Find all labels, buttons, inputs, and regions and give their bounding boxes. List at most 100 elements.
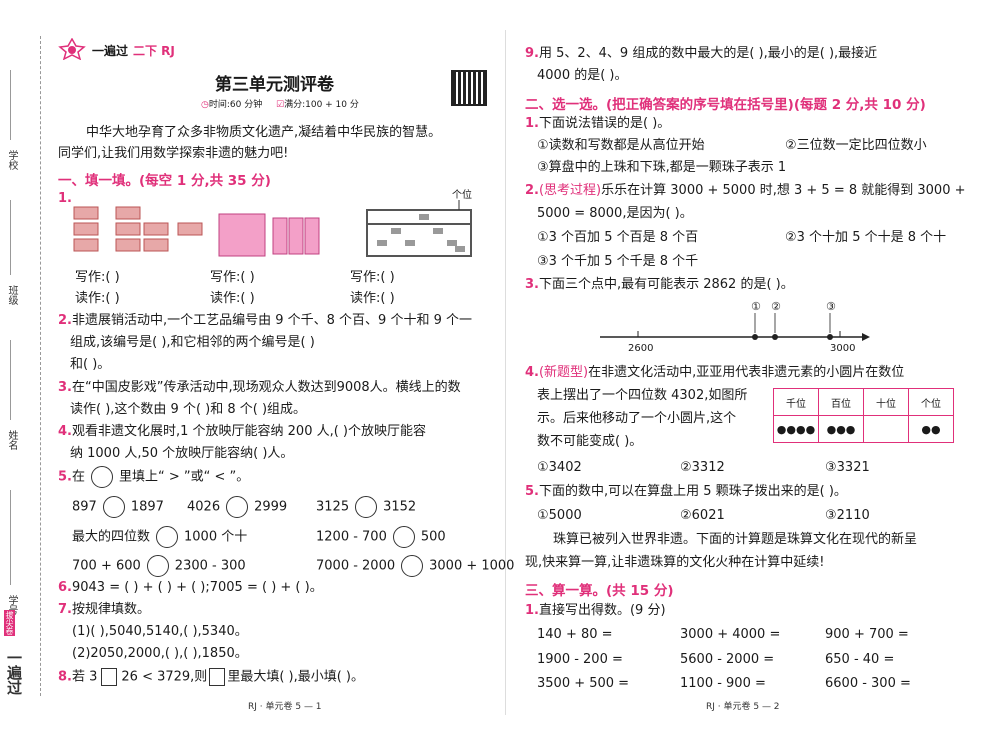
side-class-label: 班级 (6, 285, 17, 305)
place-value-table: 千位 百位 十位 个位 ●●●● ●●● ●● (773, 388, 954, 443)
calc-7: 3500 + 500 = (537, 676, 630, 691)
side-id-label: 学号 (6, 595, 17, 615)
abacus-label: 个位 (452, 190, 472, 201)
s2-q2-a: ①3 个百加 5 个百是 8 个百 (537, 230, 699, 245)
footer-left: RJ · 单元卷 5 — 1 (248, 702, 322, 712)
q4-line-1: 4.观看非遗文化展时,1 个放映厅能容纳 200 人,( )个放映厅能容 (58, 424, 427, 439)
check-icon: ☑ (276, 100, 285, 110)
q6: 6.9043 = ( ) + ( ) + ( );7005 = ( ) + ( … (58, 580, 323, 595)
brand-name: 一遍过 (92, 44, 129, 58)
s2-q2-b: ②3 个十加 5 个十是 8 个十 (785, 230, 947, 245)
s2-q1-c: ③算盘中的上珠和下珠,都是一颗珠子表示 1 (537, 160, 787, 175)
q7-b: (2)2050,2000,( ),( ),1850。 (72, 646, 248, 661)
q7-a: (1)( ),5040,5140,( ),5340。 (72, 624, 248, 639)
side-line (10, 340, 11, 420)
footer-right: RJ · 单元卷 5 — 2 (706, 702, 780, 712)
score-info: ☑满分:100 + 10 分 (276, 100, 359, 110)
s2-q5-a: ①5000 (537, 508, 582, 523)
s2-q4-b: ②3312 (680, 460, 725, 475)
number-line (600, 295, 870, 353)
calc-9: 6600 - 300 = (825, 676, 911, 691)
s2-q1-stem: 1.下面说法错误的是( )。 (525, 116, 671, 131)
point-3-label: ③ (826, 300, 836, 313)
intro-line-1: 中华大地孕育了众多非物质文化遗产,凝结着中华民族的智慧。 (86, 125, 442, 140)
point-1-label: ① (751, 300, 761, 313)
q1-read-2: 读作:( ) (210, 291, 255, 306)
calc-1: 140 + 80 = (537, 627, 613, 642)
intro-line-2: 同学们,让我们用数学探索非遗的魅力吧! (58, 146, 289, 161)
side-tag: 拔尖卷 (4, 610, 15, 636)
s2-q4-c: ③3321 (825, 460, 870, 475)
s2-q5-b: ②6021 (680, 508, 725, 523)
clock-icon: ◷ (201, 100, 209, 110)
s2-q5-stem: 5.下面的数中,可以在算盘上用 5 颗珠子拨出来的是( )。 (525, 484, 847, 499)
s3-q1: 1.直接写出得数。(9 分) (525, 603, 666, 618)
section-3-title: 三、算一算。(共 15 分) (525, 583, 674, 599)
calc-2: 3000 + 4000 = (680, 627, 781, 642)
s2-q3-stem: 3.下面三个点中,最有可能表示 2862 的是( )。 (525, 277, 794, 292)
side-school-label: 学校 (6, 150, 17, 170)
q1-number: 1. (58, 191, 72, 206)
s2-q4-line-2: 表上摆出了一个四位数 4302,如图所 (537, 388, 748, 403)
col-head-thousands: 千位 (773, 388, 819, 416)
s2-q2-stem2: 5000 = 8000,是因为( )。 (537, 206, 693, 221)
col-head-tens: 十位 (863, 388, 909, 416)
s2-q2-stem: 2.(思考过程)乐乐在计算 3000 + 5000 时,想 3 + 5 = 8 … (525, 183, 966, 198)
s2-q4-line-1: 4.(新题型)在非遗文化活动中,亚亚用代表非遗元素的小圆片在数位 (525, 365, 905, 380)
brand-logo-icon (58, 37, 86, 61)
q1-write-2: 写作:( ) (210, 270, 255, 285)
s2-q4-line-3: 示。后来他移动了一个小圆片,这个 (537, 411, 737, 426)
col-head-hundreds: 百位 (818, 388, 864, 416)
q9-line-1: 9.用 5、2、4、9 组成的数中最大的是( ),最小的是( ),最接近 (525, 46, 878, 61)
calc-4: 1900 - 200 = (537, 652, 623, 667)
dots-hundreds: ●●● (818, 415, 864, 443)
grade-label: 二下 RJ (133, 44, 175, 58)
point-2-label: ② (771, 300, 781, 313)
calc-5: 5600 - 2000 = (680, 652, 775, 667)
side-line (10, 490, 11, 585)
s2-note-2: 现,快来算一算,让非遗珠算的文化火种在计算中延续! (525, 555, 825, 570)
s2-q1-b: ②三位数一定比四位数小 (785, 138, 927, 153)
side-line (10, 200, 11, 275)
side-name-label: 姓名 (6, 430, 17, 450)
calc-8: 1100 - 900 = (680, 676, 766, 691)
axis-label-3000: 3000 (830, 343, 856, 354)
binding-line (40, 36, 41, 696)
s2-q1-a: ①读数和写数都是从高位开始 (537, 138, 705, 153)
q2-line-1: 2.非遗展销活动中,一个工艺品编号由 9 个千、8 个百、9 个十和 9 个一 (58, 313, 472, 328)
calc-3: 900 + 700 = (825, 627, 909, 642)
qr-code-icon (451, 70, 487, 106)
col-head-ones: 个位 (908, 388, 954, 416)
cubes-image (215, 208, 335, 258)
s2-q2-c: ③3 个千加 5 个千是 8 个千 (537, 254, 699, 269)
page-title: 第三单元测评卷 (215, 75, 334, 95)
q1-write-1: 写作:( ) (75, 270, 120, 285)
s2-note-1: 珠算已被列入世界非遗。下面的计算题是珠算文化在现代的新呈 (553, 532, 918, 547)
abacus-image (365, 200, 475, 258)
q1-read-1: 读作:( ) (75, 291, 120, 306)
calc-6: 650 - 40 = (825, 652, 895, 667)
section-2-title: 二、选一选。(把正确答案的序号填在括号里)(每题 2 分,共 10 分) (525, 97, 926, 113)
q3-line-1: 3.在“中国皮影戏”传承活动中,现场观众人数达到9008人。横线上的数 (58, 380, 461, 395)
page-divider (505, 30, 506, 715)
s2-q4-a: ①3402 (537, 460, 582, 475)
time-info: ◷时间:60 分钟 (201, 100, 263, 110)
side-line (10, 70, 11, 140)
q1-write-3: 写作:( ) (350, 270, 395, 285)
q4-line-2: 纳 1000 人,50 个放映厅能容纳( )人。 (70, 446, 294, 461)
s2-q5-c: ③2110 (825, 508, 870, 523)
side-brand: 一遍过 (5, 650, 23, 695)
q7-title: 7.按规律填数。 (58, 602, 150, 617)
axis-label-2600: 2600 (628, 343, 654, 354)
s2-q4-line-4: 数不可能变成( )。 (537, 434, 643, 449)
q9-line-2: 4000 的是( )。 (537, 68, 628, 83)
dots-ones: ●● (908, 415, 954, 443)
